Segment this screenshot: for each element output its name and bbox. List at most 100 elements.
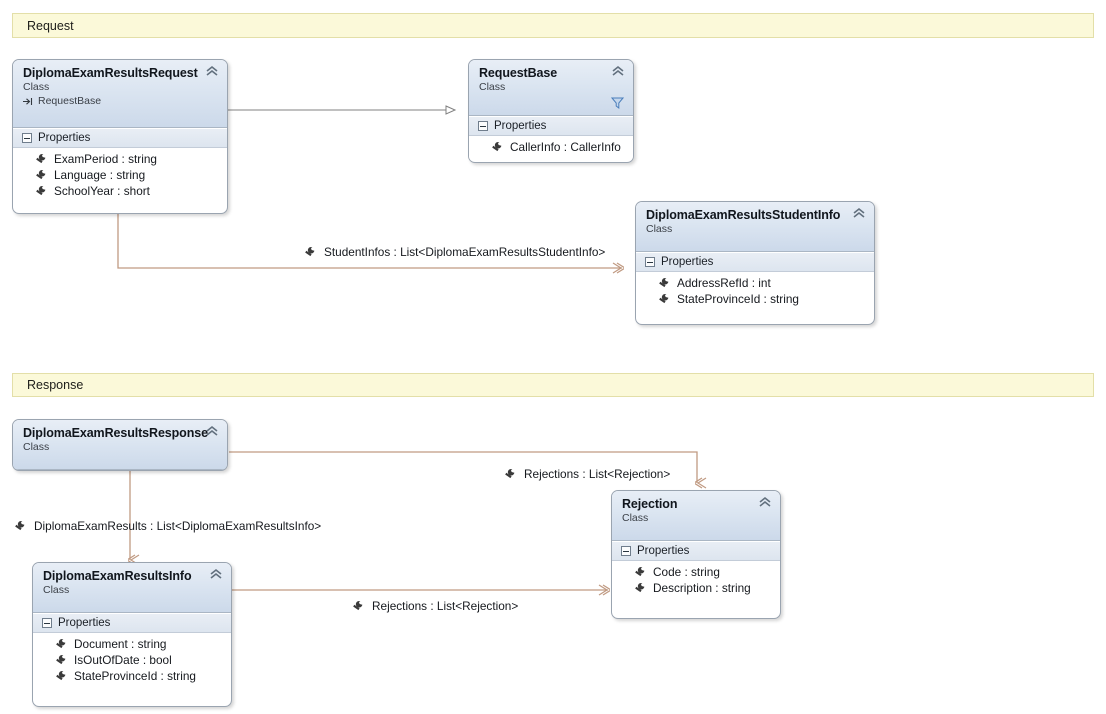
member-list: AddressRefId : int StateProvinceId : str… [636, 272, 874, 313]
class-kind: Class [43, 584, 70, 596]
class-kind: Class [23, 441, 50, 453]
property-wrench-icon [36, 153, 46, 164]
banner-label: Request [27, 18, 74, 33]
class-member[interactable]: StateProvinceId : string [33, 668, 231, 684]
property-wrench-icon [635, 566, 645, 577]
class-kind: Class [479, 81, 506, 93]
collapse-expander-icon[interactable] [478, 121, 488, 131]
filter-funnel-icon[interactable] [611, 96, 624, 109]
class-box-diploma-exam-results-request[interactable]: DiplomaExamResultsRequest Class RequestB… [12, 59, 228, 214]
compartment-header-properties[interactable]: Properties [33, 613, 231, 633]
property-wrench-icon [659, 277, 669, 288]
property-wrench-icon [56, 638, 66, 649]
class-title: DiplomaExamResultsRequest [23, 66, 198, 80]
connector-label-diploma-exam-results: DiplomaExamResults : List<DiplomaExamRes… [14, 519, 321, 533]
class-member[interactable]: IsOutOfDate : bool [33, 652, 231, 668]
collapse-expander-icon[interactable] [42, 618, 52, 628]
class-title: DiplomaExamResultsStudentInfo [646, 208, 841, 222]
compartment-header-properties[interactable]: Properties [13, 128, 227, 148]
class-base-label: RequestBase [38, 95, 102, 107]
class-box-diploma-exam-results-student-info[interactable]: DiplomaExamResultsStudentInfo Class Prop… [635, 201, 875, 325]
class-member[interactable]: Document : string [33, 636, 231, 652]
class-member[interactable]: Code : string [612, 564, 780, 580]
property-wrench-icon [492, 141, 502, 152]
class-box-rejection[interactable]: Rejection Class Properties Code : string [611, 490, 781, 619]
section-banner-response: Response [12, 373, 1094, 397]
collapse-expander-icon[interactable] [22, 133, 32, 143]
property-wrench-icon [305, 246, 315, 257]
chevron-up-icon[interactable] [758, 496, 772, 508]
class-title: Rejection [622, 497, 678, 511]
class-box-diploma-exam-results-info[interactable]: DiplomaExamResultsInfo Class Properties … [32, 562, 232, 707]
compartment-header-properties[interactable]: Properties [612, 541, 780, 561]
collapse-expander-icon[interactable] [621, 546, 631, 556]
chevron-up-icon[interactable] [205, 425, 219, 437]
class-member[interactable]: AddressRefId : int [636, 275, 874, 291]
class-box-request-base[interactable]: RequestBase Class Properties CallerInfo … [468, 59, 634, 163]
property-wrench-icon [505, 468, 515, 479]
connector-request-studentinfos [117, 213, 622, 268]
class-kind: Class [622, 512, 649, 524]
compartment-header-properties[interactable]: Properties [469, 116, 633, 136]
class-header: Rejection Class [612, 491, 780, 541]
class-member[interactable]: CallerInfo : CallerInfo [469, 139, 633, 155]
property-wrench-icon [353, 600, 363, 611]
class-member[interactable]: Description : string [612, 580, 780, 596]
chevron-up-icon[interactable] [209, 568, 223, 580]
compartment-label: Properties [58, 617, 111, 629]
connector-label-rejections-from-response: Rejections : List<Rejection> [504, 467, 670, 481]
member-label: Description : string [653, 581, 751, 595]
section-banner-request: Request [12, 13, 1094, 38]
chevron-up-icon[interactable] [852, 207, 866, 219]
property-wrench-icon [56, 670, 66, 681]
class-base-row: RequestBase [23, 95, 217, 107]
member-label: StateProvinceId : string [677, 292, 799, 306]
chevron-up-icon[interactable] [611, 65, 625, 77]
compartment-label: Properties [661, 256, 714, 268]
class-member[interactable]: Language : string [13, 167, 227, 183]
connector-label-text: Rejections : List<Rejection> [372, 599, 519, 613]
class-header: RequestBase Class [469, 60, 633, 116]
class-member[interactable]: ExamPeriod : string [13, 151, 227, 167]
member-list: Code : string Description : string [612, 561, 780, 602]
chevron-up-icon[interactable] [205, 65, 219, 77]
compartment-header-properties[interactable]: Properties [636, 252, 874, 272]
class-title: RequestBase [479, 66, 558, 80]
member-list: CallerInfo : CallerInfo [469, 136, 633, 161]
compartment-label: Properties [637, 545, 690, 557]
member-label: StateProvinceId : string [74, 669, 196, 683]
connector-label-text: StudentInfos : List<DiplomaExamResultsSt… [324, 245, 606, 259]
class-kind: Class [646, 223, 673, 235]
member-label: Code : string [653, 565, 720, 579]
member-label: IsOutOfDate : bool [74, 653, 172, 667]
member-label: ExamPeriod : string [54, 152, 157, 166]
class-member[interactable]: StateProvinceId : string [636, 291, 874, 307]
class-kind: Class [23, 81, 50, 93]
connector-label-student-infos: StudentInfos : List<DiplomaExamResultsSt… [304, 245, 605, 259]
inheritance-arrow-icon [23, 97, 33, 105]
empty-compartment [13, 470, 227, 471]
connector-label-text: DiplomaExamResults : List<DiplomaExamRes… [34, 519, 322, 533]
class-header: DiplomaExamResultsResponse Class [13, 420, 227, 470]
collapse-expander-icon[interactable] [645, 257, 655, 267]
member-list: Document : string IsOutOfDate : bool Sta… [33, 633, 231, 690]
banner-label: Response [27, 378, 84, 392]
member-label: SchoolYear : short [54, 184, 150, 198]
member-label: Document : string [74, 637, 167, 651]
class-header: DiplomaExamResultsStudentInfo Class [636, 202, 874, 252]
member-label: AddressRefId : int [677, 276, 771, 290]
member-list: ExamPeriod : string Language : string Sc… [13, 148, 227, 205]
connector-label-rejections-from-info: Rejections : List<Rejection> [352, 599, 518, 613]
property-wrench-icon [15, 520, 25, 531]
class-header: DiplomaExamResultsRequest Class RequestB… [13, 60, 227, 128]
property-wrench-icon [635, 582, 645, 593]
member-label: Language : string [54, 168, 146, 182]
class-member[interactable]: SchoolYear : short [13, 183, 227, 199]
class-box-diploma-exam-results-response[interactable]: DiplomaExamResultsResponse Class [12, 419, 228, 471]
property-wrench-icon [56, 654, 66, 665]
compartment-label: Properties [38, 132, 91, 144]
class-title: DiplomaExamResultsInfo [43, 569, 192, 583]
class-header: DiplomaExamResultsInfo Class [33, 563, 231, 613]
connector-label-text: Rejections : List<Rejection> [524, 467, 671, 481]
